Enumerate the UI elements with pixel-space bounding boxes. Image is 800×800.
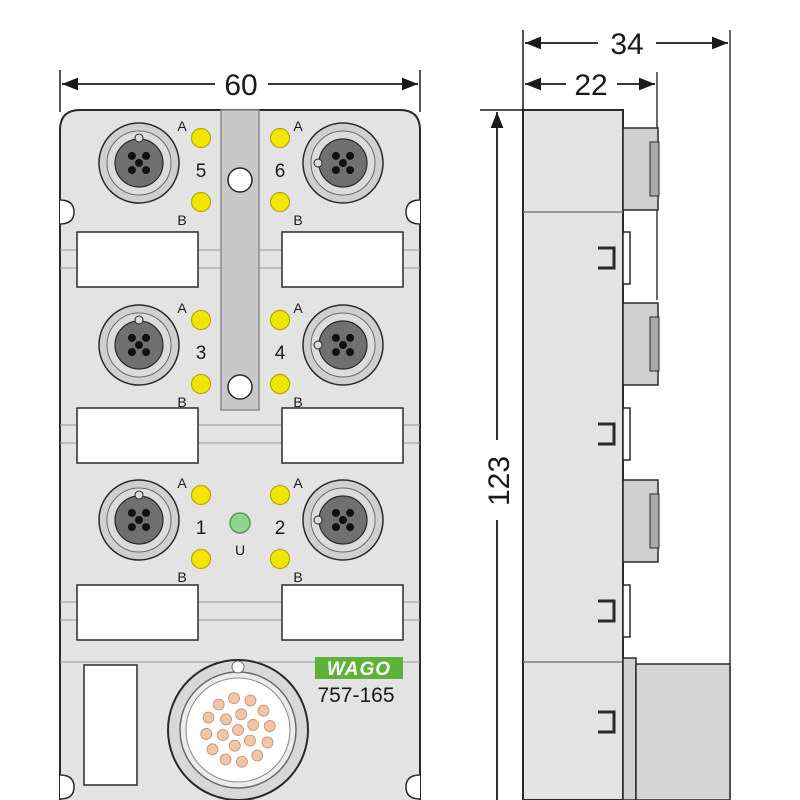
connector-pin [235, 708, 248, 721]
led-b-port-6 [269, 191, 291, 213]
socket-port-2 [302, 479, 384, 561]
led-a-port-2 [269, 484, 291, 506]
connector-pin [244, 694, 257, 707]
led-b-label: B [177, 569, 186, 585]
dimension-depth-body: 22 [525, 69, 655, 102]
connector-pins [200, 692, 276, 768]
socket-port-3 [98, 304, 180, 386]
logo-text: WAGO [327, 659, 391, 680]
multipin-connector [167, 659, 309, 800]
connector-pin [251, 749, 264, 762]
marking-label [76, 407, 199, 464]
led-b-label: B [177, 394, 186, 410]
socket-port-6 [302, 122, 384, 204]
marking-label [76, 231, 199, 288]
led-b-label: B [177, 212, 186, 228]
side-clips [598, 231, 631, 734]
connector-pin [261, 736, 274, 749]
mounting-hole [227, 374, 253, 400]
connector-pin [244, 734, 256, 747]
side-view [522, 30, 731, 800]
led-a-label: A [293, 118, 303, 134]
socket-port-5 [98, 122, 180, 204]
led-b-port-5 [190, 191, 212, 213]
port-number: 6 [275, 161, 286, 182]
led-a-label: A [177, 300, 187, 316]
dim-depth-total-label: 34 [610, 28, 643, 61]
led-b-label: B [293, 569, 302, 585]
marking-labels [76, 231, 404, 641]
led-b-label: B [293, 212, 302, 228]
dim-height-label: 123 [483, 456, 516, 506]
connector-pin [212, 698, 225, 711]
led-a-port-1 [190, 484, 212, 506]
connector-pin [263, 720, 276, 732]
marking-label [76, 584, 199, 641]
power-led [229, 512, 251, 534]
port-number: 3 [196, 343, 207, 364]
side-body [522, 109, 624, 800]
side-multipin-plug [622, 657, 731, 800]
dim-depth-body-label: 22 [574, 69, 607, 102]
led-b-port-2 [269, 548, 291, 570]
dimension-height: 123 [480, 109, 523, 800]
wago-logo: WAGO [315, 657, 403, 680]
mounting-hole [227, 167, 253, 193]
led-a-port-3 [190, 309, 212, 331]
side-connectors [622, 127, 660, 563]
marking-label [281, 231, 404, 288]
center-rail [220, 109, 260, 411]
connector-pin [206, 743, 219, 756]
led-b-port-1 [190, 548, 212, 570]
connector-pin [236, 755, 248, 768]
connector-pin [216, 729, 229, 741]
connector-pin [219, 753, 232, 766]
port-number: 4 [275, 343, 286, 364]
socket-port-1 [98, 479, 180, 561]
mounting-notches [59, 199, 421, 800]
connector-pin [228, 739, 241, 752]
connector-pin [200, 728, 213, 740]
led-a-port-5 [190, 127, 212, 149]
connector-pin [247, 719, 260, 731]
power-led-label: U [235, 542, 245, 558]
connector-pin [228, 692, 240, 705]
dim-width-label: 60 [224, 69, 257, 102]
connector-pin [232, 724, 244, 736]
led-a-port-4 [269, 309, 291, 331]
dimension-width: 60 [59, 69, 421, 112]
led-b-port-4 [269, 373, 291, 395]
port-number: 1 [196, 518, 207, 539]
led-a-port-6 [269, 127, 291, 149]
led-a-label: A [293, 300, 303, 316]
dimension-depth-total: 34 [525, 28, 728, 61]
model-number: 757-165 [317, 684, 394, 707]
connector-pin [257, 704, 270, 717]
marking-label [281, 584, 404, 641]
connector-pin [220, 713, 232, 726]
m8-sockets [98, 122, 384, 561]
led-b-label: B [293, 394, 302, 410]
connector-pin [202, 711, 215, 724]
led-a-label: A [293, 475, 303, 491]
led-a-label: A [177, 118, 187, 134]
port-number: 2 [275, 518, 286, 539]
led-a-label: A [177, 475, 187, 491]
led-b-port-3 [190, 373, 212, 395]
port-number: 5 [196, 161, 207, 182]
bottom-label [83, 664, 138, 786]
marking-label [281, 407, 404, 464]
socket-port-4 [302, 304, 384, 386]
